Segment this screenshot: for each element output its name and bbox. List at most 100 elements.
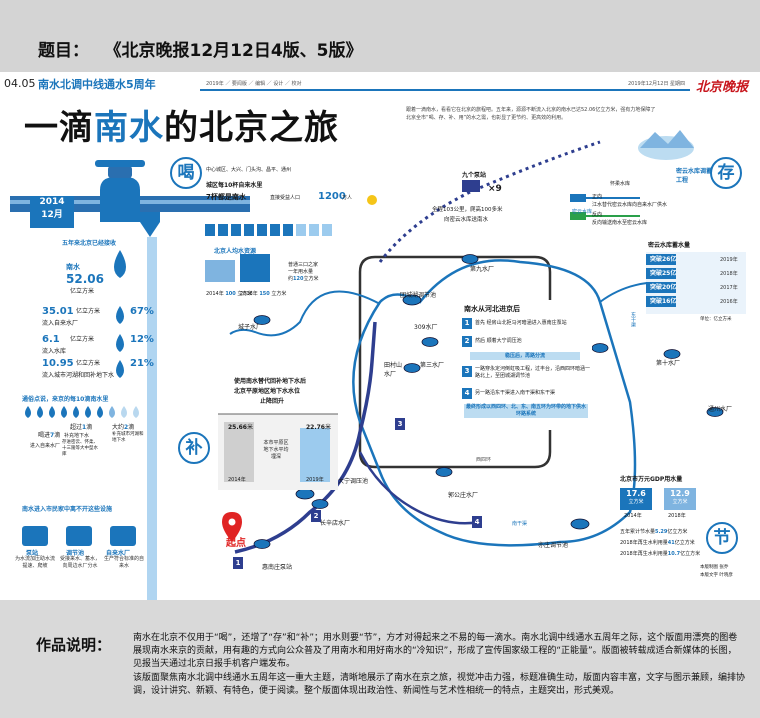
explanation-paragraph-1: 南水在北京不仅用于“喝”，还增了“存”和“补”；用水则要“节”，方才对得起来之不… bbox=[133, 633, 738, 669]
drink-line2: 7杯都是南水 bbox=[206, 193, 246, 201]
work-title-label: 题目： bbox=[38, 41, 89, 61]
usage-2-percent: 21% bbox=[130, 358, 154, 369]
gdp-2014-value: 17.6 bbox=[626, 489, 646, 498]
miyun-storage-table: 突破26亿 突破25亿 突破20亿 突破16亿 2019年 2018年 2017… bbox=[646, 252, 746, 314]
main-headline: 一滴南水的北京之旅 bbox=[24, 100, 339, 149]
store-label: 存 bbox=[710, 157, 742, 189]
gw-right-value: 22.76 bbox=[306, 424, 325, 431]
pc-value-2018: 150 bbox=[259, 291, 270, 297]
groundwater-middle: 本市平原区地下水平均埋深 bbox=[263, 440, 289, 460]
received-title: 五年来北京已经接收 bbox=[62, 240, 117, 247]
family-note-unit: 立方米 bbox=[303, 276, 319, 282]
outer-supply-loop bbox=[352, 259, 637, 547]
table-year-3: 2016年 bbox=[720, 299, 738, 305]
facility-2-label: 自来水厂 bbox=[106, 550, 131, 557]
start-label: 起点 bbox=[226, 538, 246, 549]
per10-item1-desc: 补充地下水 bbox=[64, 433, 90, 439]
gdp-line2: 2018年再生水利用量41亿立方米 bbox=[620, 539, 695, 547]
per10-item0-num: 7 bbox=[50, 432, 55, 439]
gdp-line3: 2018年再生水利用量10.7亿立方米 bbox=[620, 550, 700, 558]
gdp-line2-pre: 2018年再生水利用量 bbox=[620, 540, 668, 546]
step-1-number: 1 bbox=[462, 318, 472, 329]
table-title: 密云水库蓄水量 bbox=[648, 242, 691, 249]
usage-2-desc: 流入城市河湖和回补地下水 bbox=[42, 372, 115, 379]
station-huinanzhuang: 惠南庄泵站 bbox=[262, 564, 293, 571]
newspaper-logo: 北京晚报 bbox=[696, 80, 749, 95]
storage-line1: 江水替代密云水库向自来水厂供水 bbox=[592, 202, 668, 208]
yizhuang-pool-marker bbox=[570, 518, 590, 530]
usage-1-unit: 亿立方米 bbox=[70, 336, 95, 343]
main-route-line bbox=[234, 321, 377, 554]
headline-part-3: 的北京之旅 bbox=[164, 108, 339, 148]
groundwater-right-year: 2019年 bbox=[306, 477, 324, 483]
gdp-2018-value: 12.9 bbox=[670, 489, 690, 498]
table-year-2: 2017年 bbox=[720, 285, 738, 291]
per10-item1-unit: 滴 bbox=[86, 424, 93, 431]
step-2-number: 2 bbox=[462, 336, 472, 347]
drink-label: 喝 bbox=[170, 157, 202, 189]
legend-reverse: 反向 bbox=[592, 212, 603, 218]
newspaper-page: 喝 存 补 节 bbox=[0, 72, 760, 600]
south-canal-label: 南干渠 bbox=[512, 521, 528, 527]
per-capita-2014: 2014年 100 立方米 bbox=[206, 290, 252, 298]
faucet-icon bbox=[100, 177, 140, 222]
gdp-title: 北京市万元GDP用水量 bbox=[620, 476, 683, 483]
step-4-number: 4 bbox=[462, 388, 472, 399]
per10-item0-unit: 滴 bbox=[54, 432, 61, 439]
table-row-1: 突破25亿 bbox=[646, 268, 677, 279]
facility-1-label: 调节池 bbox=[66, 550, 85, 557]
per10-item0-count: 喝进7滴 bbox=[38, 432, 60, 440]
drink-line1: 城区每10杯自来水里 bbox=[206, 182, 263, 189]
station-daning: 大宁调压池 bbox=[338, 478, 369, 485]
family-note-3: 约 bbox=[288, 276, 294, 282]
pc-unit-2018: 立方米 bbox=[271, 291, 287, 297]
table-row-3-label: 突破16亿 bbox=[650, 298, 677, 305]
header-small-info: 2019年 ／ 要闻版 ／ 编辑 ／ 设计 ／ 校对 bbox=[206, 81, 302, 87]
page-number: 04.05 bbox=[4, 77, 36, 90]
huinanzhuang-marker bbox=[253, 539, 271, 549]
pc-value-2014: 100 bbox=[225, 291, 236, 297]
per10-item2-pre: 大约 bbox=[112, 424, 125, 431]
route-marker-2: 2 bbox=[311, 510, 321, 522]
usage-0-unit: 亿立方米 bbox=[76, 308, 101, 315]
per10-item1-count: 超过1滴 bbox=[70, 424, 92, 432]
table-row-2-label: 突破20亿 bbox=[650, 284, 677, 291]
table-row-0: 突破26亿 bbox=[646, 254, 677, 265]
station-yizhuang: 亦庄调节池 bbox=[538, 542, 569, 549]
step-2-text: 然后 顺着大宁调压池 bbox=[475, 338, 522, 344]
per10-item1-extra: 存进密云、怀柔、十三陵等大中型水库 bbox=[62, 440, 98, 457]
headline-part-2: 南水 bbox=[94, 108, 164, 148]
per10-item2-unit: 滴 bbox=[128, 424, 135, 431]
pumps-label: 九个泵站 bbox=[462, 172, 487, 179]
save-label: 节 bbox=[706, 522, 738, 554]
per-capita-title: 北京人均水资源 bbox=[214, 248, 257, 255]
header-rule bbox=[200, 89, 690, 91]
station-3: 第三水厂 bbox=[420, 362, 445, 369]
east-canal-label: 东干渠 bbox=[630, 312, 636, 327]
beneficiary-value: 1200 bbox=[318, 191, 346, 202]
facilities-title: 南水进入市民家中离不开这些设施 bbox=[22, 506, 113, 513]
gdp-2018-unit: 立方米 bbox=[672, 499, 688, 505]
usage-2-unit: 亿立方米 bbox=[76, 360, 101, 367]
ten-drops-row bbox=[25, 406, 139, 418]
gdp-line1-unit: 亿立方米 bbox=[667, 529, 688, 535]
groundwater-right: 22.76米 bbox=[306, 424, 331, 432]
pump-line1: 全程103公里，爬高100多米 bbox=[432, 207, 503, 213]
step-3-text: 一路穿永定河倒虹吸工程，过丰台，沿西四环暗涵一路北上，至团城湖调节池 bbox=[475, 366, 591, 379]
per10-item2-desc: 补充城市河湖和地下水 bbox=[112, 432, 144, 443]
work-title: 题目：《北京晚报12月12日4版、5版》 bbox=[38, 36, 362, 61]
groundwater-title-1: 使用南水替代回补地下水后 bbox=[234, 378, 307, 385]
regulating-pool-icon bbox=[66, 526, 92, 546]
table-row-3: 突破16亿 bbox=[646, 296, 677, 307]
route-marker-4: 4 bbox=[472, 516, 482, 528]
route-map-graphic bbox=[0, 72, 760, 600]
pumps-count: ×9 bbox=[488, 184, 502, 194]
step-3-number: 3 bbox=[462, 366, 472, 377]
family-note: 普通三口之家 一年用水量 约120立方米 bbox=[288, 262, 318, 283]
pump-icon bbox=[462, 180, 480, 192]
station-guogongzhuang: 郭公庄水厂 bbox=[448, 492, 479, 499]
groundwater-title-3: 止降回升 bbox=[260, 398, 285, 405]
tuancheng-pool-marker bbox=[402, 294, 422, 306]
step-1-text: 首先 经房山北拒马河暗涵进入惠南庄泵站 bbox=[475, 320, 567, 326]
gdp-line1-val: 5.29 bbox=[655, 529, 668, 535]
